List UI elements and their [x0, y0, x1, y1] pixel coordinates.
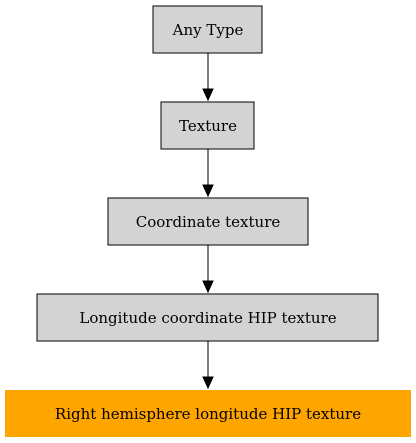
- node-longitude-coordinate-hip-texture-box: [36, 293, 379, 342]
- edge-any-type-to-texture: [202, 53, 214, 102]
- node-right-hemisphere-longitude-hip-texture-label: Right hemisphere longitude HIP texture: [55, 405, 361, 423]
- edge-texture-to-coordinate-texture: [202, 149, 214, 198]
- node-any-type-box: [152, 5, 263, 54]
- edge-coordinate-texture-to-longitude-coordinate-hip-texture: [202, 245, 214, 294]
- node-texture[interactable]: Texture: [160, 101, 255, 150]
- edges: [202, 53, 214, 390]
- node-coordinate-texture[interactable]: Coordinate texture: [107, 197, 309, 246]
- node-texture-box: [160, 101, 255, 150]
- node-coordinate-texture-box: [107, 197, 309, 246]
- node-any-type-label: Any Type: [172, 21, 244, 39]
- node-any-type[interactable]: Any Type: [152, 5, 263, 54]
- node-coordinate-texture-label: Coordinate texture: [136, 213, 281, 231]
- node-texture-label: Texture: [179, 117, 237, 135]
- node-longitude-coordinate-hip-texture[interactable]: Longitude coordinate HIP texture: [36, 293, 379, 342]
- node-right-hemisphere-longitude-hip-texture-box: [5, 390, 411, 437]
- node-right-hemisphere-longitude-hip-texture[interactable]: Right hemisphere longitude HIP texture: [5, 390, 411, 437]
- node-longitude-coordinate-hip-texture-label: Longitude coordinate HIP texture: [79, 309, 336, 327]
- edge-longitude-coordinate-hip-texture-to-right-hemisphere-longitude-hip-texture: [202, 341, 214, 390]
